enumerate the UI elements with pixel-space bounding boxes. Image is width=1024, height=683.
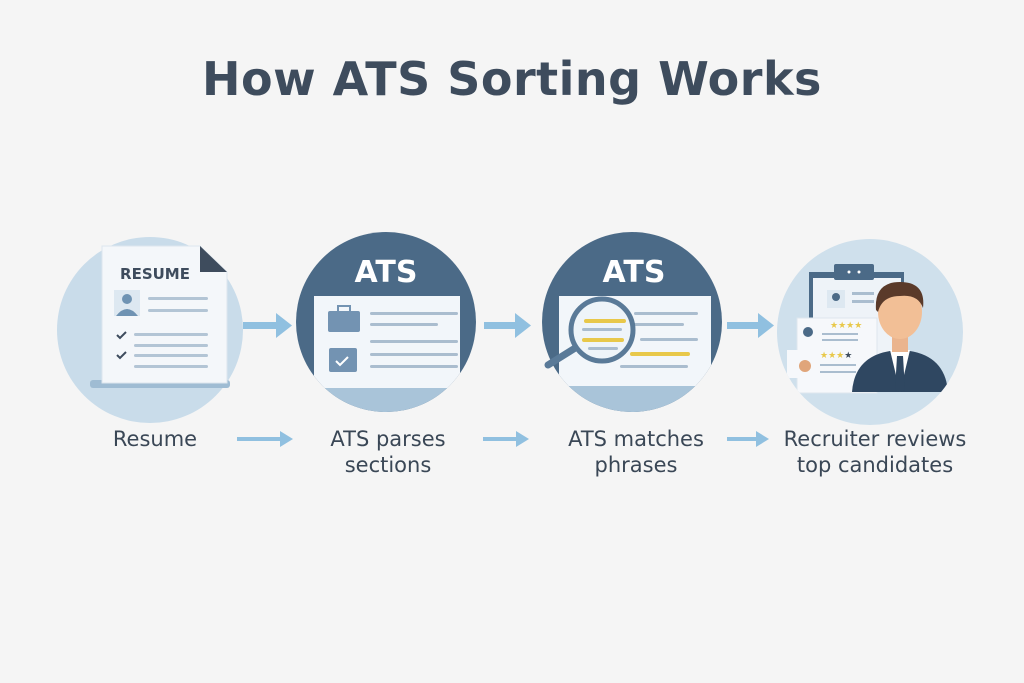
rating-stars: ★★★★	[830, 321, 862, 331]
ats-label: ATS	[603, 255, 666, 290]
arrow-right-icon	[237, 431, 293, 447]
label-line: Recruiter reviews	[783, 427, 967, 451]
arrow-right-icon	[727, 431, 769, 447]
label-line: sections	[344, 453, 432, 477]
ats-match-icon: ATS	[542, 232, 722, 412]
resume-document-icon: RESUME	[57, 237, 243, 423]
rating-stars: ★★★★	[820, 351, 852, 361]
arrow-right-icon	[243, 313, 292, 338]
step-label-resume: Resume	[45, 426, 265, 452]
magnifying-glass-icon	[544, 296, 636, 369]
calendar-check-icon	[329, 348, 357, 372]
label-line: ATS parses	[330, 427, 446, 451]
person-icon	[122, 294, 132, 304]
page-title: How ATS Sorting Works	[202, 52, 822, 106]
ats-parse-icon: ATS	[296, 232, 476, 412]
briefcase-icon	[328, 305, 360, 332]
step-label-ats-matches: ATS matches phrases	[526, 426, 746, 478]
step-label-recruiter: Recruiter reviews top candidates	[765, 426, 985, 478]
arrow-right-icon	[484, 313, 531, 338]
label-line: top candidates	[796, 453, 954, 477]
label-line: Resume	[112, 427, 198, 451]
arrow-right-icon	[483, 431, 529, 447]
step-label-ats-parses: ATS parses sections	[278, 426, 498, 478]
ats-label: ATS	[355, 255, 418, 290]
label-line: phrases	[594, 453, 678, 477]
check-icon	[116, 331, 127, 340]
resume-heading: RESUME	[120, 265, 190, 283]
arrow-right-icon	[727, 313, 774, 338]
label-line: ATS matches	[568, 427, 704, 451]
recruiter-icon: ★★★★ ★★★★	[777, 239, 963, 425]
check-icon	[116, 351, 127, 360]
